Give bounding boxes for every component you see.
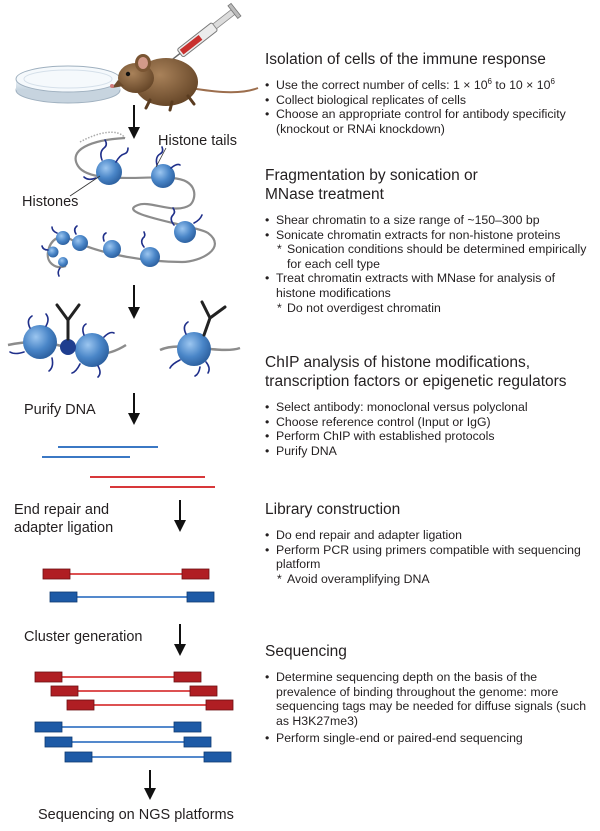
nucleosome-group bbox=[47, 159, 196, 267]
step-item: Purify DNA bbox=[265, 444, 595, 459]
step-items: Use the correct number of cells: 1 × 106… bbox=[265, 77, 595, 136]
arrow-down-icon bbox=[174, 624, 186, 656]
step-note: Avoid overamplifying DNA bbox=[265, 572, 595, 587]
step-item: Select antibody: monoclonal versus polyc… bbox=[265, 400, 595, 415]
nucleosome bbox=[72, 235, 88, 251]
nucleosome bbox=[140, 247, 160, 267]
cluster-fragments bbox=[34, 671, 234, 763]
leader-line bbox=[155, 147, 167, 168]
step-title: Fragmentation by sonication or MNase tre… bbox=[265, 167, 478, 203]
label-histones: Histones bbox=[22, 194, 79, 210]
step-item: Choose an appropriate control for antibo… bbox=[265, 107, 595, 136]
step-sequencing: Sequencing Determine sequencing depth on… bbox=[265, 642, 595, 746]
step-item: Treat chromatin extracts with MNase for … bbox=[265, 271, 595, 300]
step-items: Select antibody: monoclonal versus polyc… bbox=[265, 400, 595, 458]
adapter-ligated-fragments bbox=[42, 568, 215, 603]
nucleosome bbox=[103, 240, 121, 258]
nucleosome bbox=[56, 231, 70, 245]
step-item: Perform PCR using primers compatible wit… bbox=[265, 543, 595, 572]
arrow-down-icon bbox=[128, 105, 140, 139]
step-item: Collect biological replicates of cells bbox=[265, 93, 595, 108]
step-item: Do end repair and adapter ligation bbox=[265, 528, 595, 543]
step-title: ChIP analysis of histone modifications, … bbox=[265, 354, 567, 390]
step-chip-analysis: ChIP analysis of histone modifications, … bbox=[265, 353, 595, 458]
leader-line bbox=[69, 175, 101, 197]
arrow-down-icon bbox=[144, 770, 156, 800]
chip-right-complex bbox=[159, 300, 241, 377]
label-sequencing-ngs: Sequencing on NGS platforms bbox=[38, 807, 234, 823]
step-note: Do not overdigest chromatin bbox=[265, 301, 595, 316]
step-item: Sonicate chromatin extracts for non-hist… bbox=[265, 228, 595, 243]
purified-dna-fragments bbox=[42, 446, 215, 488]
histone-tails bbox=[41, 139, 203, 277]
step-isolation: Isolation of cells of the immune respons… bbox=[265, 50, 595, 136]
nucleosome bbox=[47, 246, 59, 258]
label-end-repair-line-2: adapter ligation bbox=[14, 520, 114, 536]
label-end-repair-line-1: End repair and bbox=[14, 502, 110, 518]
step-item: Shear chromatin to a size range of ~150–… bbox=[265, 213, 595, 228]
nucleosome bbox=[174, 221, 196, 243]
label-purify-dna: Purify DNA bbox=[24, 402, 96, 418]
nucleosome bbox=[151, 164, 175, 188]
arrow-down-icon bbox=[128, 393, 140, 425]
step-title: Sequencing bbox=[265, 643, 347, 660]
petri-dish-icon bbox=[15, 65, 121, 104]
step-items: Do end repair and adapter ligation Perfo… bbox=[265, 528, 595, 586]
step-title: Library construction bbox=[265, 501, 401, 518]
step-item: Determine sequencing depth on the basis … bbox=[265, 670, 595, 728]
arrow-down-icon bbox=[128, 285, 140, 319]
chip-left-complex bbox=[7, 303, 127, 378]
mouse-icon bbox=[110, 54, 259, 112]
step-library-construction: Library construction Do end repair and a… bbox=[265, 500, 595, 586]
step-note: Sonication conditions should be determin… bbox=[265, 242, 595, 271]
label-histone-tails: Histone tails bbox=[158, 133, 237, 149]
step-item: Use the correct number of cells: 1 × 106… bbox=[265, 77, 595, 93]
step-item: Perform single-end or paired-end sequenc… bbox=[265, 731, 595, 746]
nucleosome bbox=[58, 257, 68, 267]
step-items: Shear chromatin to a size range of ~150–… bbox=[265, 213, 595, 315]
arrow-down-icon bbox=[174, 500, 186, 532]
label-cluster-generation: Cluster generation bbox=[24, 629, 143, 645]
step-item: Choose reference control (Input or IgG) bbox=[265, 415, 595, 430]
step-title: Isolation of cells of the immune respons… bbox=[265, 51, 546, 68]
label-end-repair: End repair and adapter ligation bbox=[14, 501, 113, 537]
step-items: Determine sequencing depth on the basis … bbox=[265, 670, 595, 746]
syringe-icon bbox=[162, 2, 242, 68]
step-fragmentation: Fragmentation by sonication or MNase tre… bbox=[265, 166, 595, 315]
step-item: Perform ChIP with established protocols bbox=[265, 429, 595, 444]
nucleosome bbox=[96, 159, 122, 185]
